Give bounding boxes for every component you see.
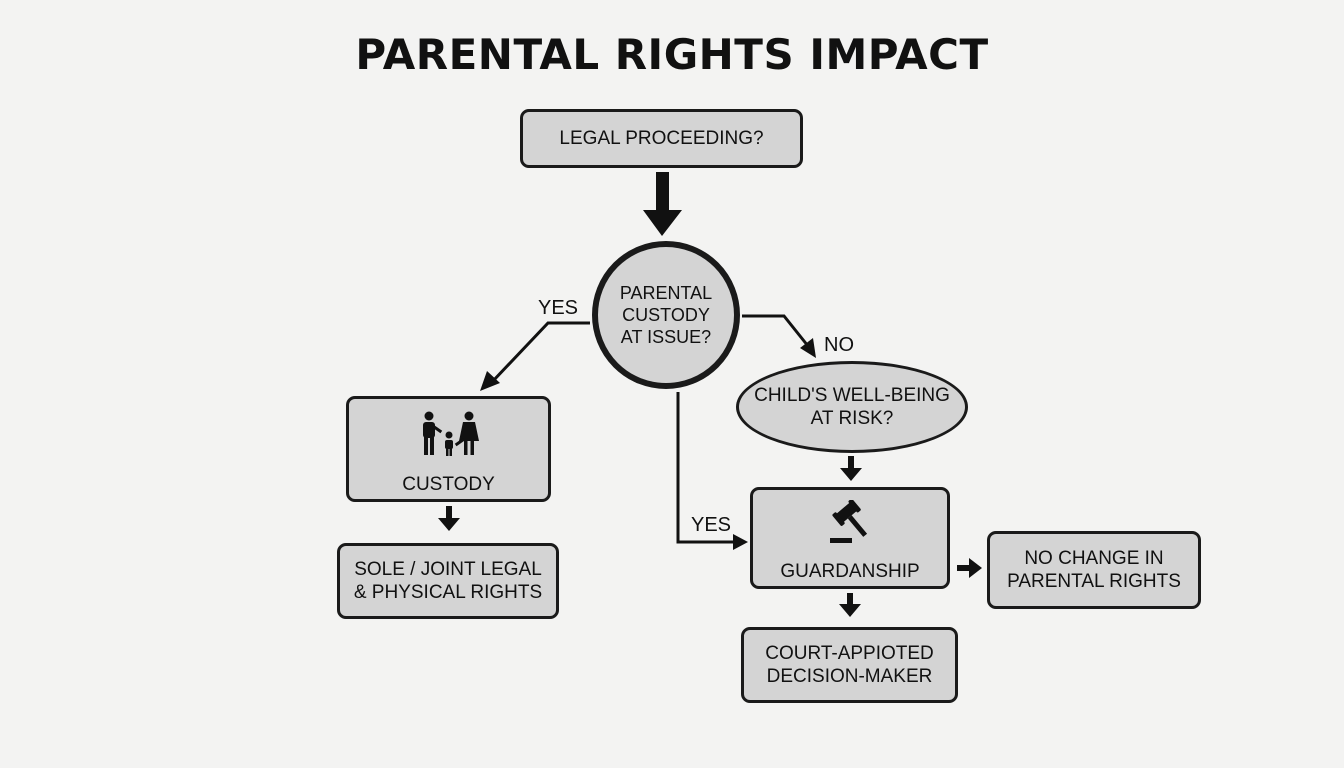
node-label: NO CHANGE IN PARENTAL RIGHTS (1007, 548, 1181, 592)
edge-label-no: NO (824, 334, 854, 356)
node-custody-at-issue: PARENTAL CUSTODY AT ISSUE? (592, 241, 740, 389)
node-guardianship: GUARDANSHIP (750, 487, 950, 589)
gavel-icon (824, 498, 876, 550)
node-wellbeing-at-risk: CHILD'S WELL-BEING AT RISK? (736, 361, 968, 453)
node-label: CHILD'S WELL-BEING AT RISK? (754, 385, 950, 429)
arrow-guardianship-to-court (839, 593, 861, 617)
diagram-title: PARENTAL RIGHTS IMPACT (355, 30, 989, 79)
edge-label-yes-left: YES (538, 297, 579, 319)
arrow-yes-to-custody (480, 321, 590, 391)
node-legal-proceeding: LEGAL PROCEEDING? (520, 109, 803, 168)
node-label: COURT-APPIOTED DECISION-MAKER (765, 643, 934, 687)
family-icon (417, 411, 481, 463)
node-label: PARENTAL CUSTODY AT ISSUE? (619, 283, 713, 347)
node-custody: CUSTODY (346, 396, 551, 502)
arrow-no-to-wellbeing (742, 314, 816, 358)
arrow-custody-to-rights (438, 506, 460, 531)
node-label: CUSTODY (402, 474, 495, 495)
node-court-appointed: COURT-APPIOTED DECISION-MAKER (741, 627, 958, 703)
node-no-change: NO CHANGE IN PARENTAL RIGHTS (987, 531, 1201, 609)
node-label: SOLE / JOINT LEGAL & PHYSICAL RIGHTS (353, 559, 543, 603)
arrow-guardianship-to-no-change (957, 558, 982, 578)
arrow-yes-to-guardianship (676, 392, 748, 550)
arrow-wellbeing-to-guardianship (840, 456, 862, 481)
node-label: GUARDANSHIP (780, 561, 920, 582)
node-label: LEGAL PROCEEDING? (559, 128, 764, 149)
arrow-legal-to-custody-question (643, 172, 682, 236)
edge-label-yes-lower: YES (691, 514, 732, 536)
node-sole-joint-rights: SOLE / JOINT LEGAL & PHYSICAL RIGHTS (337, 543, 559, 619)
